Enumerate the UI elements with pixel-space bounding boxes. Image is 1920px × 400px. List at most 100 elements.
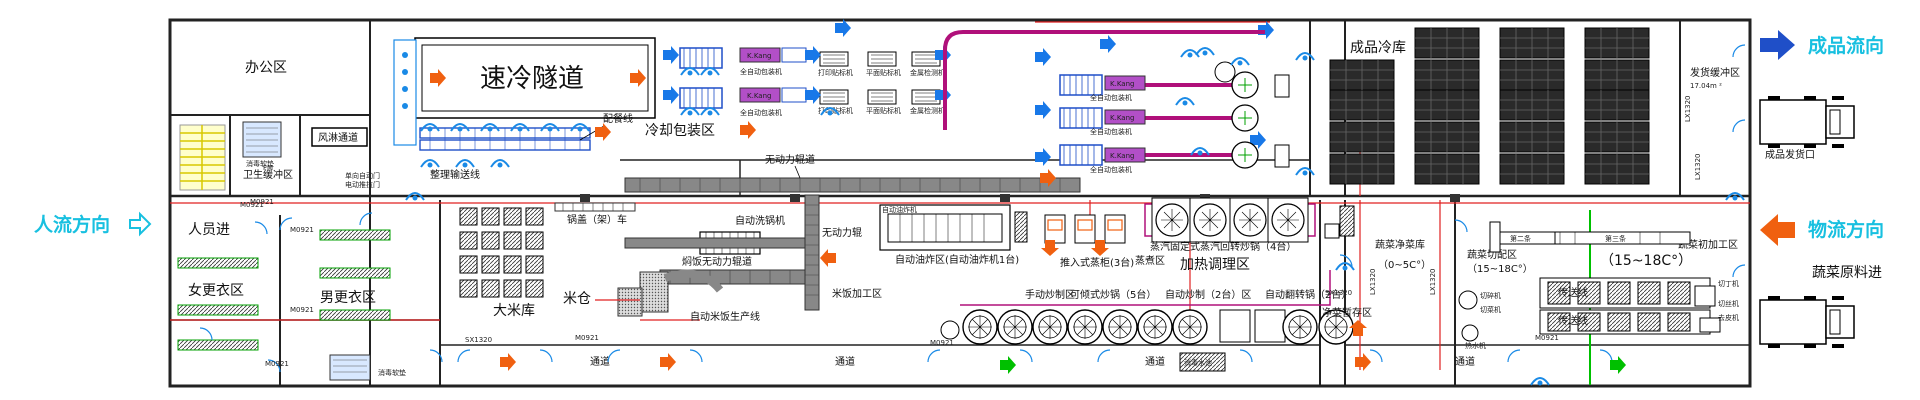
svg-text:K.Kang: K.Kang	[1110, 80, 1134, 88]
svg-text:切碎机: 切碎机	[1480, 291, 1501, 300]
veg-temp-carts	[1324, 205, 1355, 239]
disinfect-pool: 消毒水池	[1179, 352, 1226, 372]
small-arrows-green	[1000, 356, 1626, 374]
svg-text:全自动包装机: 全自动包装机	[1090, 93, 1132, 102]
finished-cold-label: 成品冷库	[1350, 40, 1406, 56]
auto-door-label: 电动推拉门	[345, 180, 380, 189]
conveyor-line-a: 传送线	[1558, 286, 1588, 299]
svg-text:第三条: 第三条	[1605, 234, 1626, 243]
red-axis-lines	[170, 21, 1750, 370]
rice-area-label: 米饭加工区	[832, 287, 882, 300]
staircase	[179, 124, 226, 191]
ship-buffer-area: 17.04m ²	[1690, 82, 1722, 90]
auto-wok-label: 自动炒制（2台）区	[1165, 288, 1251, 301]
svg-text:平面贴标机: 平面贴标机	[866, 106, 901, 115]
door-code-m0921-g: M0921	[250, 198, 274, 206]
rice-store-label: 大米库	[493, 303, 535, 319]
auto-pot-washer-label: 自动洗锅机	[735, 214, 785, 227]
packing-machines-right: K.Kang 全自动包装机 K.Kang 全自动包装机 K.Kang 全自动包装…	[1059, 74, 1146, 174]
steam-area-label: 蒸煮区	[1135, 255, 1165, 267]
auto-fry-area-label: 自动油炸区(自动油炸机1台)	[895, 253, 1019, 266]
veg-temp-label: 净菜暂存区	[1322, 306, 1372, 319]
steam-pots-label: 蒸汽固定式蒸汽回转炒锅（4台）	[1150, 240, 1296, 253]
svg-text:K.Kang: K.Kang	[1110, 114, 1134, 122]
svg-text:切丁机: 切丁机	[1718, 279, 1739, 288]
disinfect-mat-3: 消毒软垫	[329, 354, 406, 381]
veg-process-line: 第二条 第三条	[1489, 221, 1691, 253]
manual-wok-label: 手动炒制区	[1025, 288, 1075, 301]
cooking-pipe	[960, 270, 1331, 306]
steam-woks	[1144, 197, 1316, 243]
heat-cook-label: 加热调理区	[1180, 257, 1250, 273]
lx1320-a: LX1320	[1684, 95, 1692, 122]
rice-store-racks	[459, 207, 544, 298]
svg-text:全自动包装机: 全自动包装机	[1090, 165, 1132, 174]
finished-ship-label: 成品发货口	[1765, 148, 1815, 161]
rice-unpowered-label: 焖饭无动力辊道	[682, 255, 752, 268]
svg-text:平面贴标机: 平面贴标机	[866, 68, 901, 77]
door-code-m0921-f: M0921	[930, 339, 954, 347]
raw-veg-in-label: 蔬菜原料进	[1812, 265, 1882, 281]
push-steamers	[1044, 214, 1126, 244]
svg-text:K.Kang: K.Kang	[747, 52, 771, 60]
male-locker-label: 男更衣区	[320, 290, 376, 306]
tilt-wok-label: 可倾式炒锅（5台）	[1070, 288, 1156, 301]
unpowered-roller: 无动力辊道	[624, 153, 1081, 193]
packing-line-1: K.Kang 全自动包装机 打印贴标机 平面贴标机 金属检测机	[679, 47, 945, 77]
lx1320-c: LX1320	[1369, 268, 1377, 295]
cooling-pack-label: 冷却包装区	[645, 123, 715, 139]
male-lockers	[319, 229, 391, 321]
door-code-fm: FM	[263, 164, 273, 172]
female-lockers	[177, 257, 259, 351]
svg-text:热水机: 热水机	[1465, 341, 1486, 350]
single-door-label: 单向自动门	[345, 171, 380, 180]
veg-clean-store-label: 蔬菜净菜库	[1375, 238, 1425, 251]
rice-bin-label: 米仓	[563, 291, 591, 307]
sort-conveyor: 整理输送线	[419, 127, 591, 181]
svg-text:金属检测机: 金属检测机	[910, 106, 945, 115]
veg-cut-temp: （15~18C°）	[1467, 263, 1533, 275]
product-flow-label: 成品流向	[1808, 34, 1884, 57]
svg-text:切丝机: 切丝机	[1718, 299, 1739, 308]
svg-text:K.Kang: K.Kang	[747, 92, 771, 100]
finished-truck	[1759, 95, 1855, 149]
door-code-m0921-d: M0921	[265, 360, 289, 368]
svg-text:K.Kang: K.Kang	[1110, 152, 1134, 160]
pot-cart-label: 锅盖（架）车	[567, 213, 627, 226]
svg-text:第二条: 第二条	[1510, 234, 1531, 243]
office-label: 办公区	[245, 60, 287, 76]
svg-text:金属检测机: 金属检测机	[910, 68, 945, 77]
auto-rice-line-label: 自动米饭生产线	[690, 310, 760, 323]
door-code-m0921-c: M0921	[290, 306, 314, 314]
svg-text:整理输送线: 整理输送线	[430, 168, 480, 181]
svg-text:风淋通道: 风淋通道	[318, 131, 358, 144]
veg-slicing-tables	[1539, 277, 1711, 335]
push-steamer-count: (3台)	[1110, 256, 1134, 269]
auto-turn-wok-label: 自动翻转锅（2台）	[1265, 288, 1351, 301]
sx1320-left: SX1320	[465, 336, 492, 344]
veg-doors	[1339, 44, 1746, 278]
door-code-m0921-a: M0921	[240, 201, 264, 209]
rice-cookers	[617, 269, 724, 317]
auto-fryer: 自动油炸机	[879, 204, 1028, 251]
svg-text:消毒水池: 消毒水池	[1184, 358, 1212, 367]
sanitation-buffer-label: 卫生缓冲区	[243, 168, 293, 181]
pot-cart-racks	[554, 202, 636, 212]
corridor-2: 通道	[835, 355, 855, 368]
door-code-m0921-e: M0921	[1535, 334, 1559, 342]
people-flow-label: 人流方向	[34, 213, 110, 236]
air-shower: 风淋通道	[311, 127, 368, 147]
quick-freeze-tunnel: 速冷隧道	[393, 37, 656, 146]
push-steamer-label: 推入式蒸柜	[1060, 256, 1110, 269]
product-flow-arrow	[1760, 30, 1795, 60]
raw-veg-truck	[1759, 295, 1855, 349]
sx1320-mid: SX1320	[1325, 289, 1352, 297]
building-walls	[168, 18, 1752, 388]
svg-text:全自动包装机: 全自动包装机	[740, 67, 782, 76]
svg-text:全自动包装机: 全自动包装机	[1090, 127, 1132, 136]
veg-clean-temp: （0~5C°）	[1378, 259, 1431, 271]
svg-text:去皮机: 去皮机	[1718, 313, 1739, 322]
veg-process-temp: （15~18C°）	[1600, 253, 1692, 269]
cooling-fans	[402, 52, 408, 109]
